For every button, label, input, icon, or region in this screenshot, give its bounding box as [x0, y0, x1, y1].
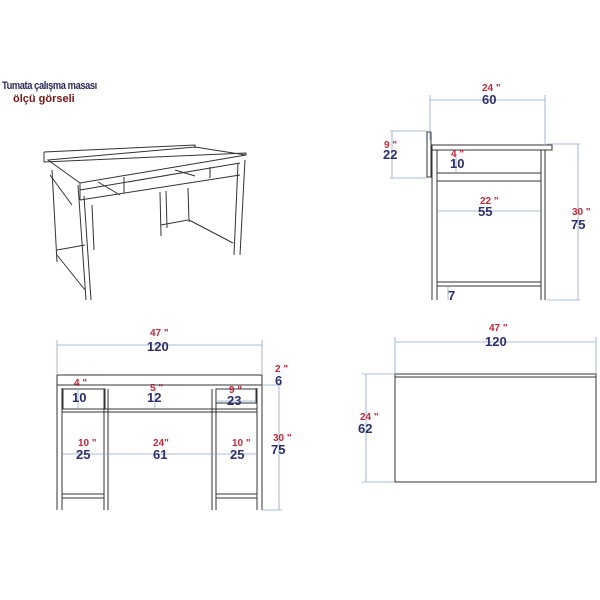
diagram-title: Tumata çalışma masası [2, 80, 97, 92]
front-height-cm: 75 [271, 442, 285, 457]
top-depth-inch: 24 " [360, 412, 379, 423]
side-inner-cm: 55 [478, 204, 492, 219]
top-width-inch: 47 " [489, 323, 508, 334]
diagram-subtitle: ölçü görseli [13, 93, 75, 105]
left-gap-inch: 10 " [78, 438, 97, 449]
side-width-cm: 60 [482, 92, 496, 107]
side-height-cm: 75 [571, 217, 585, 232]
center-gap-inch: 24" [153, 438, 169, 449]
backboard-cm: 22 [383, 147, 397, 162]
left-shelf-inch: 4 " [74, 378, 87, 389]
right-shelf-inch: 9 " [229, 385, 242, 396]
mid-shelf-inch: 5 " [150, 383, 163, 394]
right-gap-inch: 10 " [232, 438, 251, 449]
mid-shelf-cm: 12 [147, 390, 161, 405]
top-view: 47 " 120 24 " 62 [358, 323, 597, 483]
side-foot-cm: 7 [448, 288, 455, 303]
right-gap-cm: 25 [230, 447, 244, 462]
perspective-view [43, 144, 247, 301]
front-width-cm: 120 [147, 339, 169, 354]
backboard-inch: 9 " [384, 140, 397, 151]
top-depth-cm: 62 [358, 421, 372, 436]
side-height-inch: 30 " [572, 207, 591, 218]
top-width-cm: 120 [485, 334, 507, 349]
side-shelf-cm: 10 [450, 156, 464, 171]
front-view: 47 " 120 2 " 6 4 " 10 5 " 12 9 " 23 10 "… [56, 328, 292, 511]
side-inner-inch: 22 " [480, 196, 499, 207]
left-shelf-cm: 10 [72, 390, 86, 405]
side-width-inch: 24 " [482, 83, 501, 94]
center-gap-cm: 61 [153, 447, 167, 462]
side-view: 24 " 60 9 " 22 4 " 10 22 " 55 30 " 75 7 [383, 83, 591, 303]
front-top-inch: 2 " [275, 364, 288, 375]
right-shelf-cm: 23 [227, 393, 241, 408]
left-gap-cm: 25 [76, 447, 90, 462]
front-width-inch: 47 " [150, 328, 169, 339]
front-height-inch: 30 " [273, 433, 292, 444]
front-top-cm: 6 [275, 373, 282, 388]
side-shelf-inch: 4 " [451, 149, 464, 160]
